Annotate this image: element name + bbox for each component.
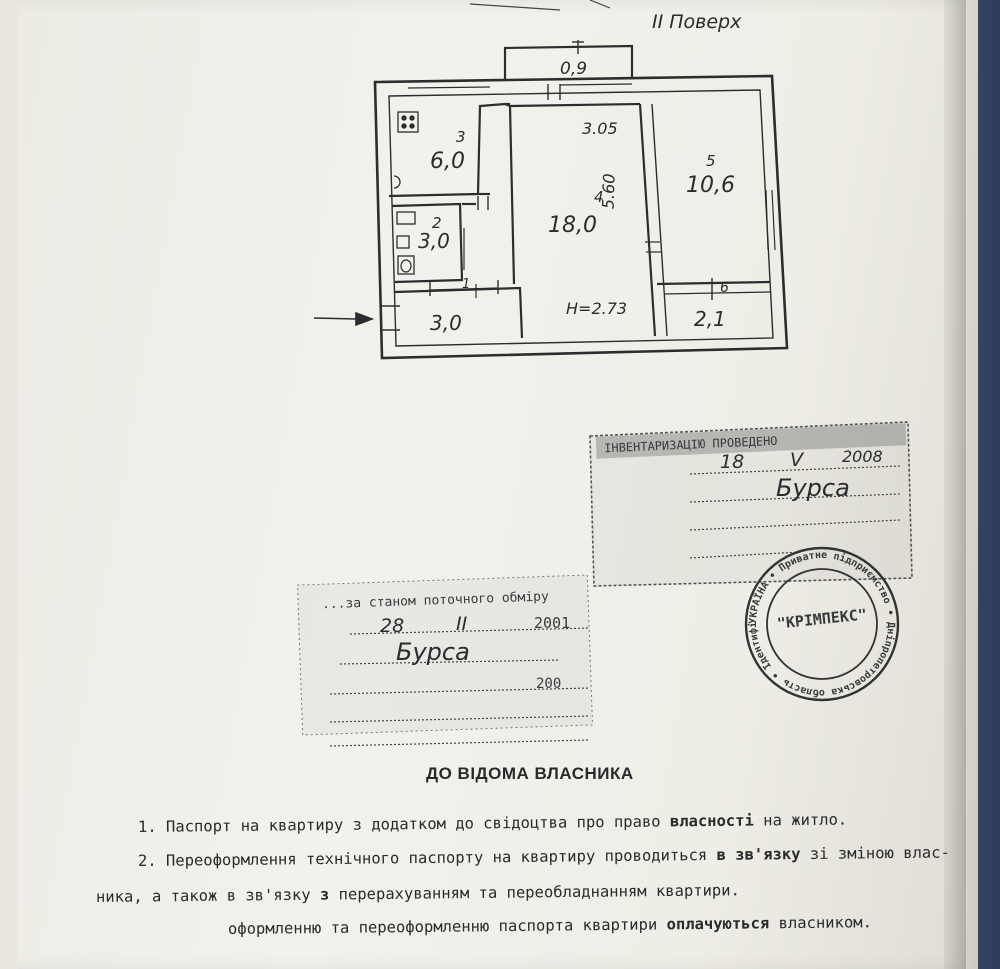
room4-area: 18,0 (548, 213, 597, 238)
page-edge (0, 0, 18, 969)
page-fold-shadow (944, 0, 966, 969)
entrance-arrow (313, 311, 375, 327)
room4-side: 5.60 (599, 173, 619, 209)
measurement-stamp: ...за станом поточного обміру 28 II 2001… (296, 574, 594, 747)
balcony-width: 0,9 (560, 59, 587, 79)
notice-line-4-bold: оплачуються (666, 914, 770, 934)
room6-number: 6 (720, 280, 729, 296)
plan-walls (373, 40, 789, 360)
notice-line-4-end: власником. (769, 913, 872, 933)
stamp-bottom-year: 2001 (534, 614, 570, 632)
stamp-top-month: V (790, 449, 805, 471)
room4-number: 4 (594, 188, 604, 206)
notice-line-2-end: зі зміною влас- (800, 843, 950, 864)
room6-area: 2,1 (694, 307, 726, 331)
stamp-bottom-month: II (456, 613, 468, 635)
room3-area: 6,0 (430, 149, 465, 174)
inventory-stamp: ІНВЕНТАРИЗАЦІЮ ПРОВЕДЕНО 18 V 2008 Бурса (589, 421, 913, 587)
stamp-top-day: 18 (720, 451, 744, 473)
document-page (10, 0, 978, 969)
room2-area: 3,0 (418, 229, 450, 253)
floor-label: II Поверх (652, 11, 742, 33)
notice-line-2-bold: в зв'язку (716, 845, 801, 864)
notice-line-1-bold: власності (669, 811, 754, 831)
room4-width: 3.05 (582, 119, 618, 138)
room2-number: 2 (432, 214, 442, 232)
room5-number: 5 (706, 152, 716, 170)
ceiling-height: H=2.73 (566, 299, 627, 318)
stamp-bottom-day: 28 (380, 615, 404, 637)
stamp-top-signature: Бурса (776, 474, 850, 502)
room1-number: 1 (462, 277, 470, 292)
notice-line-3-text: ника, а також в зв'язку (95, 885, 321, 906)
room3-number: 3 (456, 128, 466, 146)
notice-line-1-end: на житло. (753, 810, 848, 830)
room1-area: 3,0 (430, 311, 462, 335)
stamp-bottom-signature: Бурса (396, 638, 470, 666)
stamp-top-year: 2008 (842, 447, 883, 466)
room5-area: 10,6 (686, 173, 735, 198)
notice-title: ДО ВІДОМА ВЛАСНИКА (426, 764, 634, 783)
seal-company-name: "КРІМПЕКС" (776, 605, 868, 632)
stamp-bottom-year-prefix: 200 (536, 676, 561, 692)
